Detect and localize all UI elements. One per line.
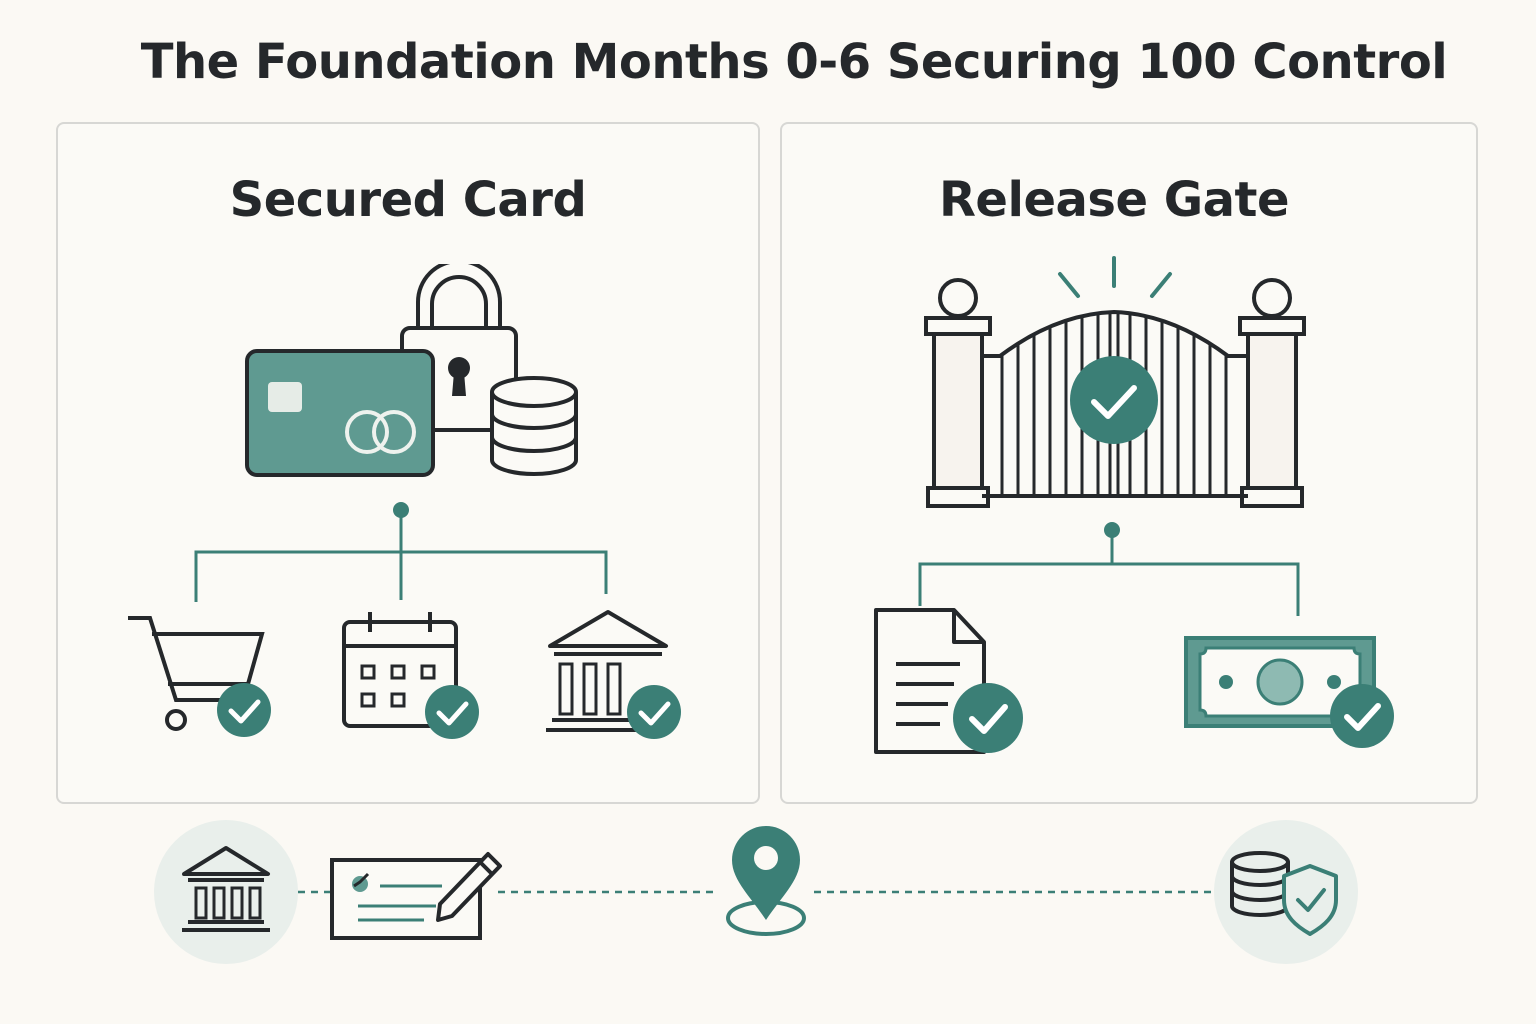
check-signing-icon bbox=[330, 852, 502, 940]
timeline-connector bbox=[298, 890, 1212, 894]
release-gate-panel: Release Gate bbox=[780, 122, 1478, 804]
timeline-bank-icon bbox=[154, 820, 298, 964]
secured-card-panel: Secured Card bbox=[56, 122, 760, 804]
document-icon bbox=[874, 608, 1023, 754]
secure-database-icon bbox=[1214, 820, 1358, 964]
location-pin-icon bbox=[726, 826, 806, 936]
connector-lines bbox=[918, 522, 1300, 616]
calendar-icon bbox=[342, 612, 479, 739]
credit-card-icon bbox=[245, 349, 435, 477]
gate-icon bbox=[924, 256, 1306, 508]
page-title: The Foundation Months 0-6 Securing 100 C… bbox=[140, 34, 1448, 90]
release-gate-title: Release Gate bbox=[938, 172, 1290, 228]
shopping-cart-icon bbox=[128, 616, 271, 737]
coin-stack-icon bbox=[490, 376, 578, 476]
banknote-icon bbox=[1184, 636, 1394, 748]
connector-lines bbox=[194, 502, 608, 602]
bank-icon bbox=[546, 610, 681, 739]
secured-card-title: Secured Card bbox=[229, 172, 587, 228]
